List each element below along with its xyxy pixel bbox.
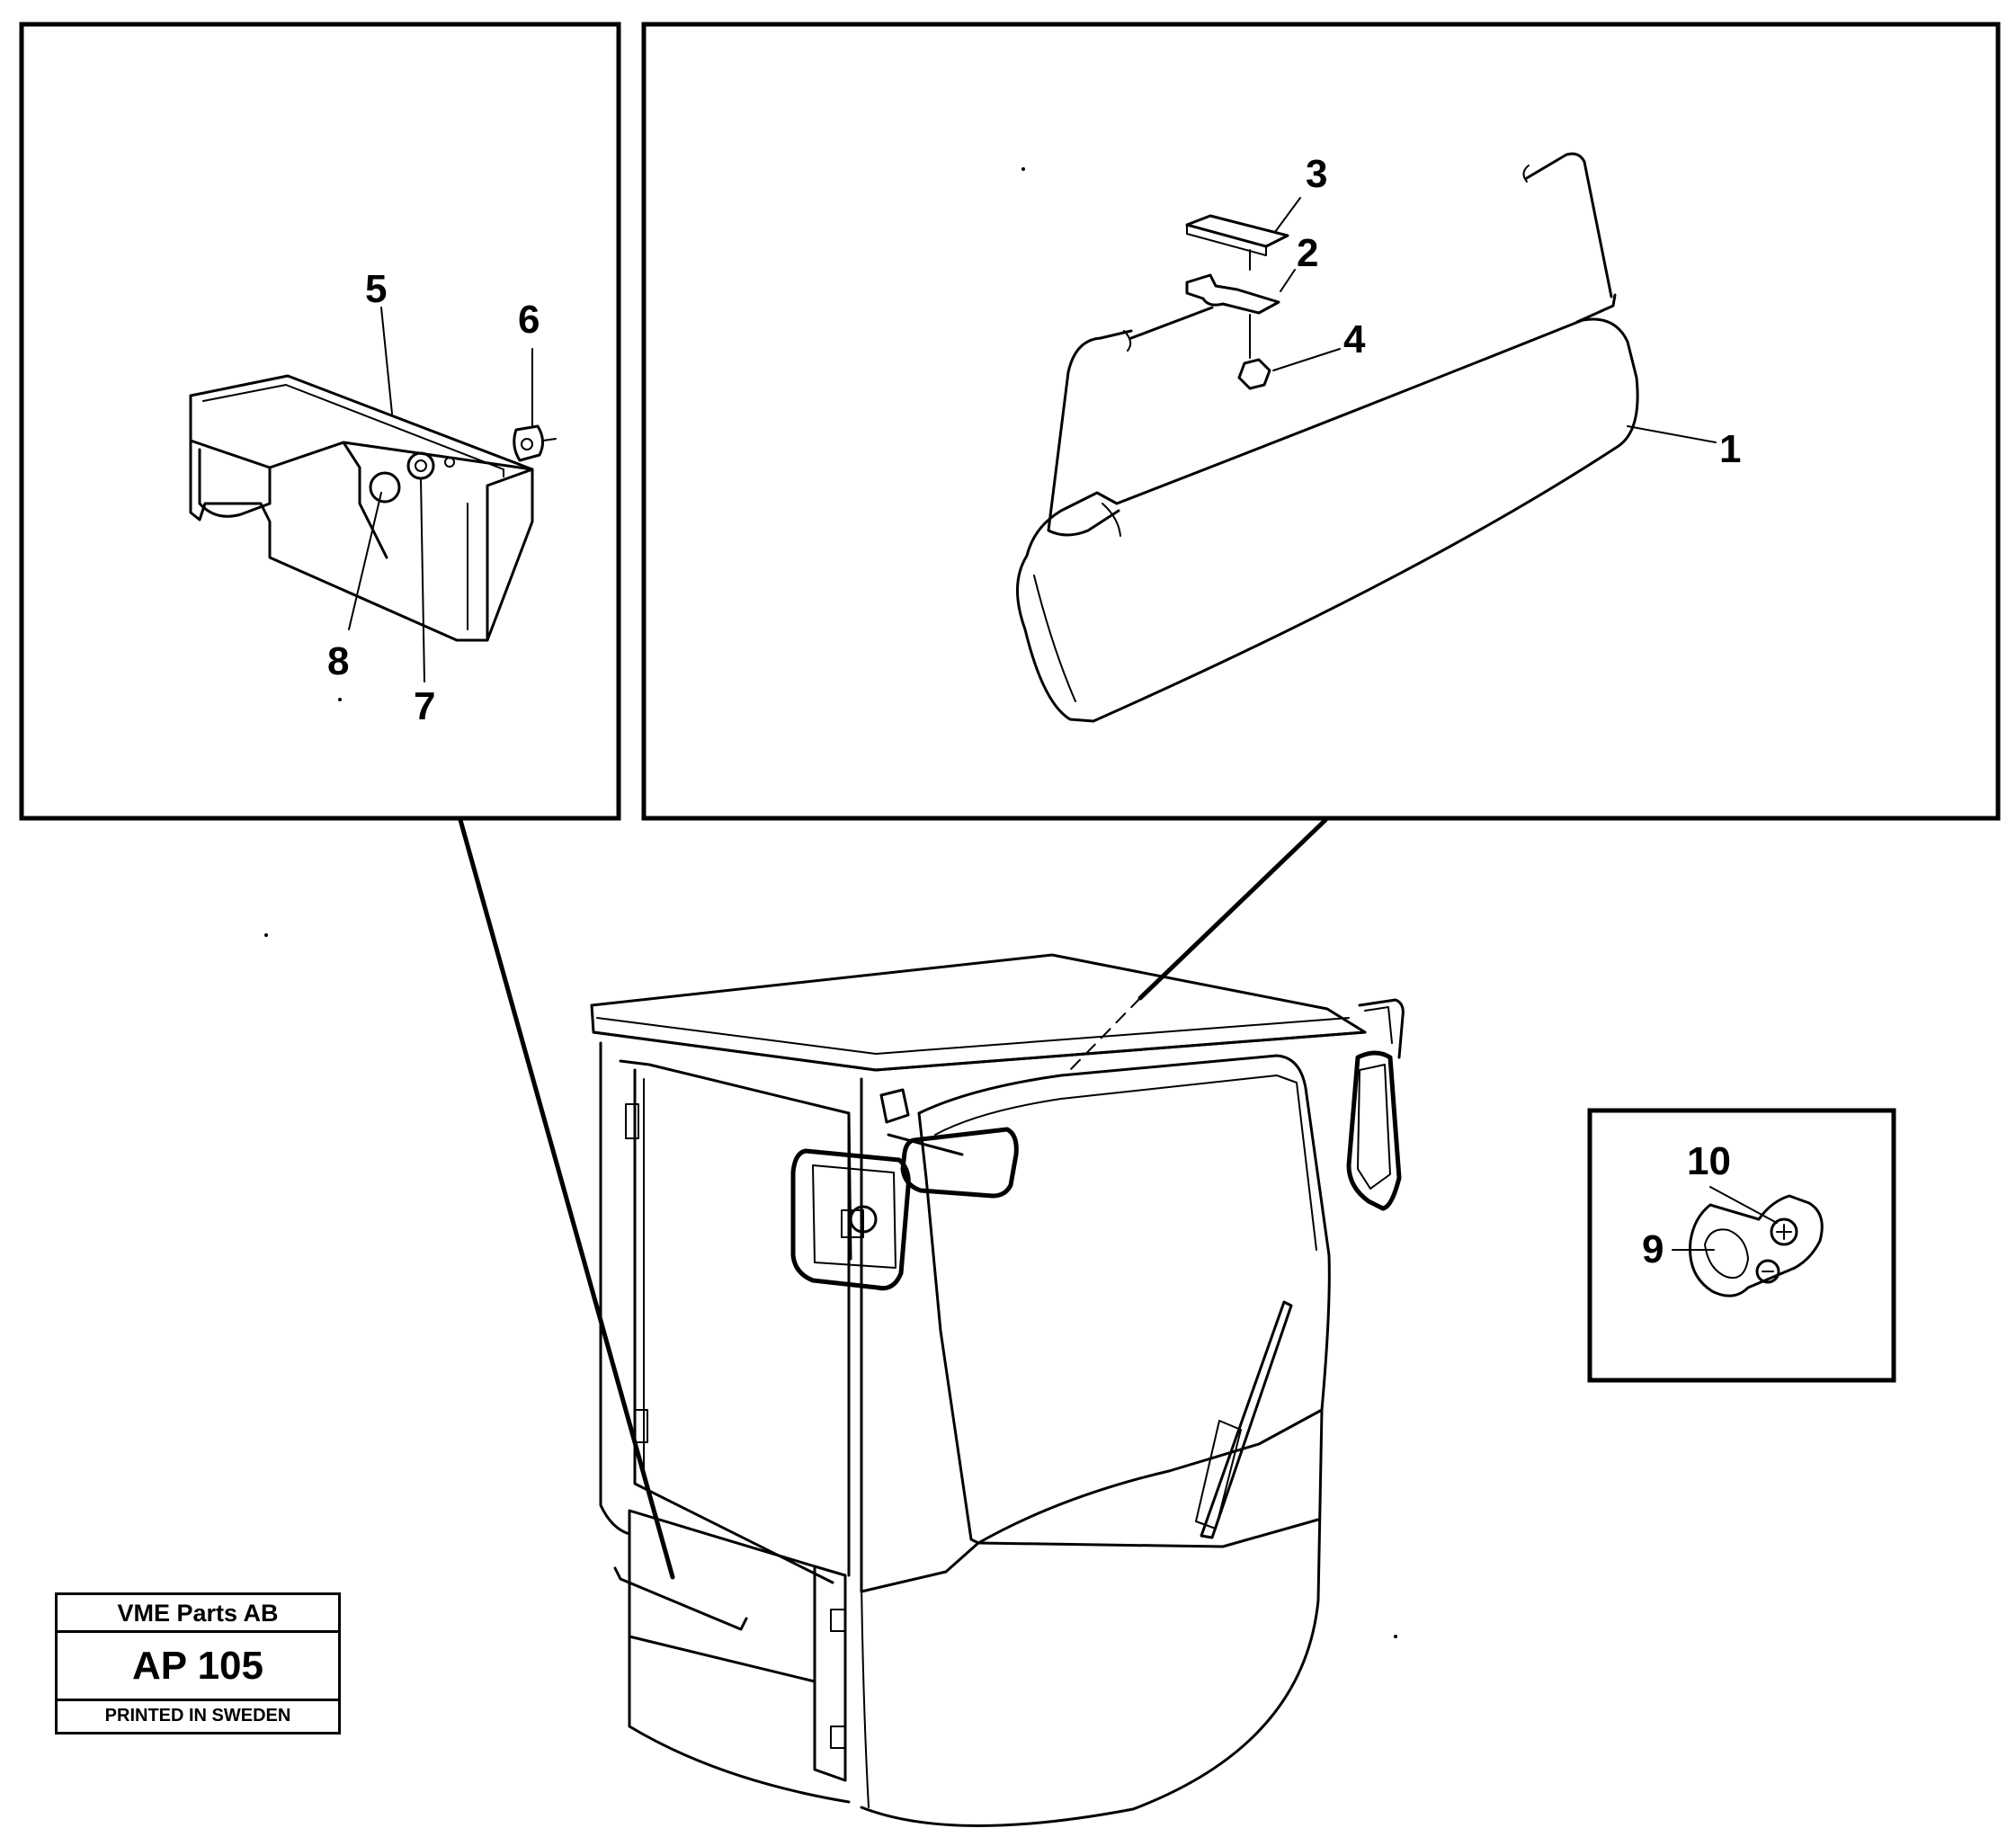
coat-hook-illustration — [1689, 1194, 1824, 1298]
left-mirror — [790, 1148, 911, 1291]
callout-1: 1 — [1719, 427, 1741, 471]
visor-nut — [1237, 358, 1271, 390]
leader-line-tray — [458, 817, 675, 1580]
washer — [406, 451, 435, 480]
callout-10: 10 — [1687, 1139, 1731, 1183]
cab-overview-illustration — [590, 953, 1405, 1827]
stamp-printed: PRINTED IN SWEDEN — [104, 1706, 291, 1726]
bolt-head — [369, 471, 401, 504]
callout-9: 9 — [1642, 1227, 1664, 1271]
callout-8: 8 — [327, 639, 349, 683]
title-stamp: VME Parts AB AP 105 PRINTED IN SWEDEN — [55, 1592, 341, 1735]
hook-screw-upper — [1770, 1217, 1798, 1246]
callout-7: 7 — [414, 684, 435, 728]
stamp-company: VME Parts AB — [58, 1595, 338, 1633]
leader-line-visor — [1137, 817, 1328, 1001]
callout-3: 3 — [1306, 152, 1327, 196]
callout-6: 6 — [518, 298, 540, 342]
wiper-arm — [1200, 1300, 1293, 1539]
sun-visor-illustration — [1016, 152, 1639, 723]
callout-5: 5 — [365, 267, 387, 311]
visor-plate — [1185, 214, 1289, 248]
callout-2: 2 — [1297, 231, 1318, 275]
detail-frame-storage-tray — [19, 22, 621, 821]
rubber-bushing — [513, 424, 544, 462]
grab-handle — [613, 1566, 748, 1631]
detail-frame-sun-visor — [641, 22, 2001, 821]
detail-frame-coat-hook — [1587, 1108, 1896, 1383]
right-mirror — [1346, 1050, 1402, 1211]
callout-4: 4 — [1343, 317, 1366, 361]
visor-bracket — [1185, 273, 1280, 315]
interior-mirror — [900, 1127, 1019, 1199]
stamp-code: AP 105 — [58, 1633, 338, 1701]
hook-screw-lower — [1755, 1259, 1780, 1284]
storage-tray-illustration — [189, 374, 557, 642]
leader-line-visor-dashed — [1069, 997, 1141, 1071]
